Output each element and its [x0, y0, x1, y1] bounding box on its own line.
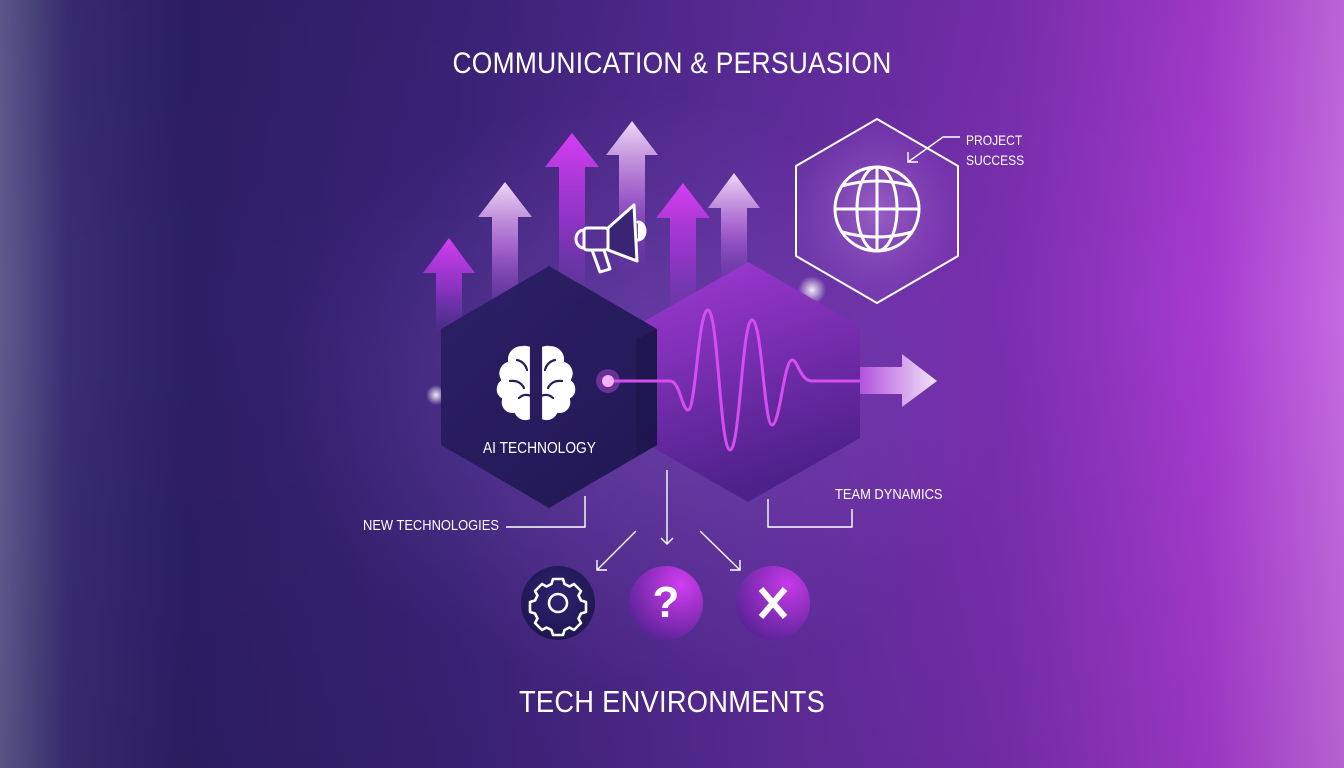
waveform-icon: [596, 308, 860, 452]
team-dynamics-label: TEAM DYNAMICS: [835, 486, 943, 503]
project-success-label: PROJECT SUCCESS: [966, 132, 1025, 168]
project-success-connector: [907, 136, 960, 163]
connectors: [506, 470, 853, 571]
new-technologies-label: NEW TECHNOLOGIES: [363, 517, 499, 534]
page-title: COMMUNICATION & PERSUASION: [452, 47, 892, 80]
gear-icon: [528, 577, 588, 637]
arrow-up-icon: [656, 183, 710, 320]
bottom-icons: [521, 566, 810, 640]
arrow-up-icon: [708, 173, 760, 290]
project-hexagon: [795, 118, 959, 304]
question-icon: ?: [652, 578, 680, 627]
arrow-up-icon: [423, 238, 475, 330]
globe-icon: [833, 165, 921, 253]
arrow-up-icon: [478, 182, 532, 320]
ai-technology-label: AI TECHNOLOGY: [483, 440, 596, 457]
megaphone-icon: [574, 203, 647, 274]
brain-icon: [494, 343, 578, 423]
arrow-right-icon: [860, 354, 937, 407]
footer-title: TECH ENVIRONMENTS: [518, 684, 826, 719]
cross-icon: [758, 587, 788, 619]
wave-hexagon: [636, 262, 860, 502]
arrow-up-icon: [545, 133, 599, 300]
